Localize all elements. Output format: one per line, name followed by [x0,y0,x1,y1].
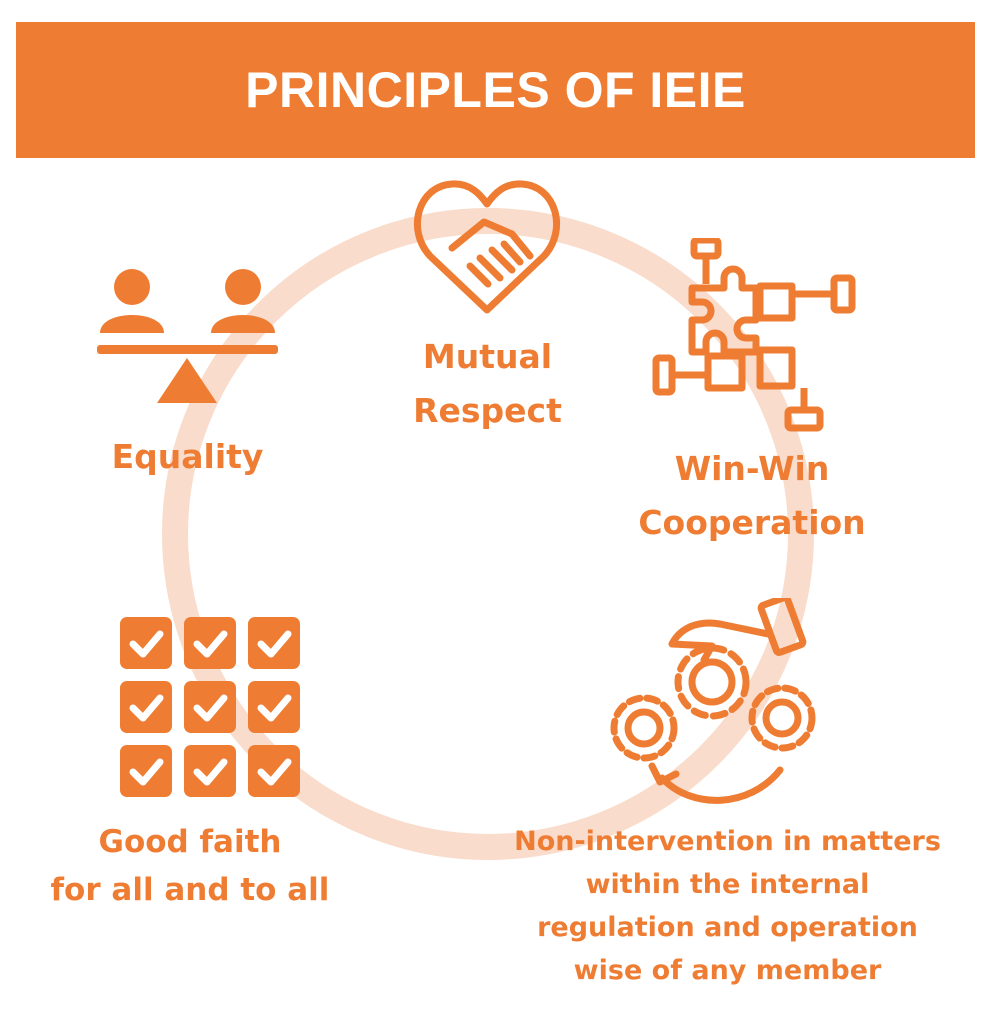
label-equality: Equality [105,436,270,478]
label-line: regulation and operation [537,912,918,943]
label-line: Win-Win [674,449,830,488]
label-line: for all and to all [50,872,330,908]
label-line: Equality [111,437,264,476]
label-line: Cooperation [638,503,866,542]
checkbox-grid-icon [118,615,303,800]
label-line: Respect [413,391,562,430]
hand-gears-icon [610,598,816,804]
label-line: Mutual [422,337,553,376]
label-win-win-cooperation: Win-Win Cooperation [612,442,892,550]
label-line: wise of any member [573,955,882,986]
label-line: within the internal [585,869,870,900]
title-banner: PRINCIPLES OF IEIE [16,22,975,158]
label-line: Good faith [98,824,282,860]
balance-scale-people-icon [97,269,278,403]
puzzle-hands-icon [652,238,856,432]
heart-handshake-icon [413,180,561,314]
label-line: Non-intervention in matters [514,826,941,857]
page-title: PRINCIPLES OF IEIE [245,62,746,118]
label-mutual-respect: Mutual Respect [400,330,575,438]
label-good-faith: Good faith for all and to all [40,818,340,914]
label-non-intervention: Non-intervention in matters within the i… [490,820,965,992]
